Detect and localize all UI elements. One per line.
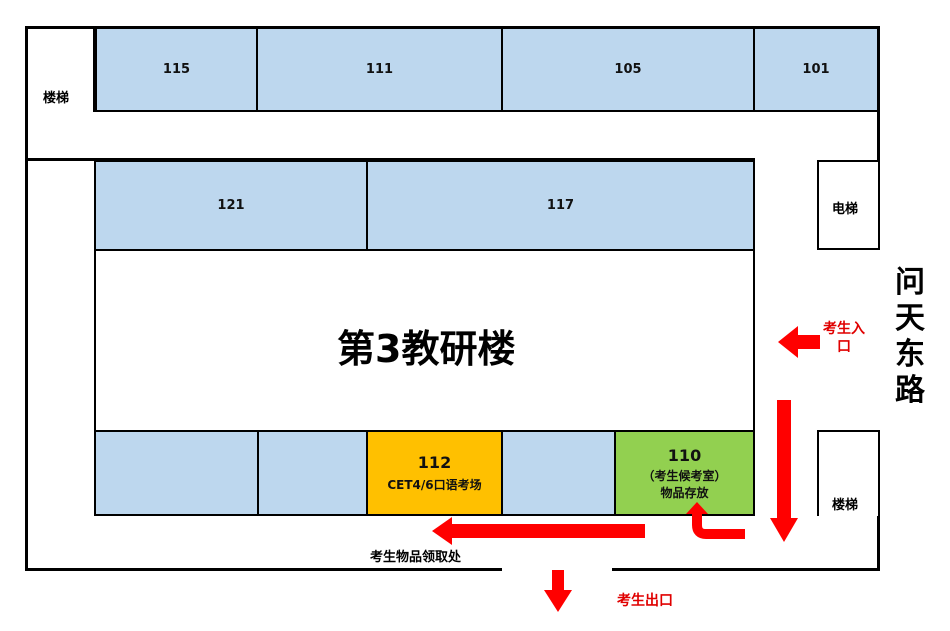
room-105[interactable]: 105 (501, 27, 755, 112)
central-block (25, 158, 755, 161)
pickup-label: 考生物品领取处 (370, 550, 462, 565)
room-label-line1: （考生候考室） (642, 468, 727, 483)
road-char-4: 路 (895, 373, 925, 408)
room-number: 111 (365, 62, 394, 77)
room-number: 117 (546, 198, 575, 213)
exit-label: 考生出口 (617, 593, 673, 609)
stairs-top-label: 楼梯 (43, 91, 70, 106)
room-number: 112 (417, 453, 452, 472)
pickup-arrow (432, 517, 645, 545)
room-number: 105 (614, 62, 642, 77)
building-title: 第3教研楼 (337, 327, 516, 371)
stairs-top-wall (93, 27, 96, 112)
stairs-bottom-label: 楼梯 (832, 498, 859, 513)
room-111[interactable]: 111 (256, 27, 503, 112)
room-number: 121 (217, 198, 245, 213)
road-char-2: 天 (895, 301, 925, 336)
room-number: 110 (667, 445, 702, 465)
room-101[interactable]: 101 (753, 27, 879, 112)
storage-arrow (686, 502, 745, 539)
room-label: CET4/6口语考场 (387, 478, 482, 492)
exit-arrow (544, 570, 572, 612)
room-110[interactable]: 110 （考生候考室） 物品存放 (614, 430, 755, 516)
room-121[interactable]: 121 (94, 160, 368, 251)
room-bottom-1[interactable] (94, 430, 259, 516)
room-115[interactable]: 115 (95, 27, 258, 112)
room-number: 101 (802, 62, 830, 77)
stairs-bottom[interactable] (817, 430, 880, 516)
entrance-label: 考生入 口 (823, 320, 865, 356)
room-number: 115 (162, 62, 191, 77)
road-name: 问 天 东 路 (895, 265, 925, 409)
room-117[interactable]: 117 (366, 160, 755, 251)
left-corridor-line (25, 158, 95, 161)
entrance-arrow (778, 326, 820, 358)
room-112[interactable]: 112 CET4/6口语考场 (366, 430, 503, 516)
down-corridor-arrow (770, 400, 798, 542)
road-char-3: 东 (895, 337, 925, 372)
elevator[interactable] (817, 160, 880, 250)
entrance-gap (876, 250, 884, 430)
elevator-label: 电梯 (832, 202, 859, 217)
entrance-label-line1: 考生入 (823, 321, 865, 337)
road-char-1: 问 (895, 265, 925, 300)
entrance-label-line2: 口 (837, 339, 851, 355)
room-label-line2: 物品存放 (660, 485, 709, 500)
